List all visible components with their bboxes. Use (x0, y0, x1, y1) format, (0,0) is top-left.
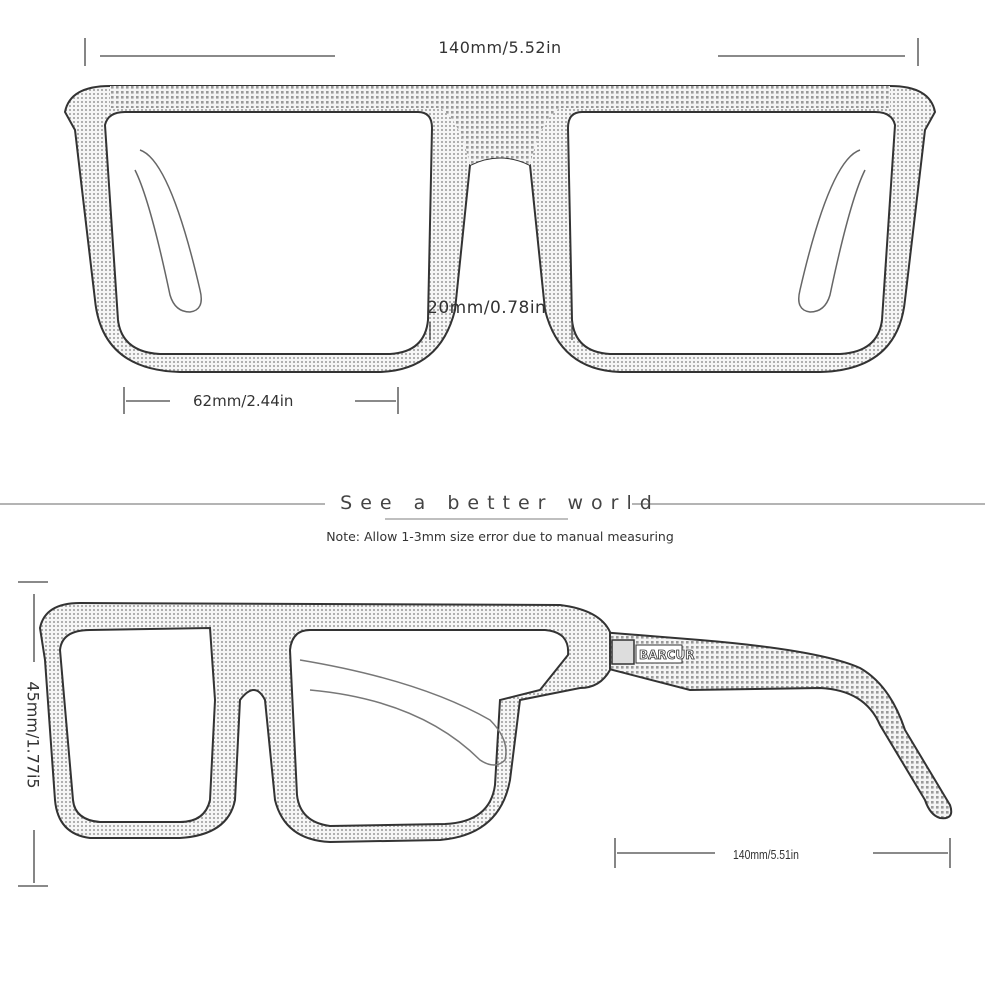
temple-length-label: 140mm/5.51in (733, 847, 799, 862)
side-view-glasses (38, 601, 953, 844)
total-width-dimension (84, 38, 919, 66)
bridge-dimension (429, 322, 573, 340)
lens-height-label: 45mm/1.77i5 (23, 681, 43, 789)
tagline: See a better world (340, 492, 660, 514)
total-width-label: 140mm/5.52in (438, 38, 562, 57)
lens-height-dimension (18, 581, 48, 887)
lens-width-dimension (123, 387, 399, 414)
temple-length-dimension (614, 838, 951, 868)
lens-width-label: 62mm/2.44in (193, 392, 294, 410)
front-view-glasses (63, 85, 937, 373)
bridge-width-label: 20mm/0.78in (427, 298, 547, 318)
measurement-note: Note: Allow 1-3mm size error due to manu… (326, 529, 674, 544)
section-divider (0, 503, 985, 520)
brand-logo: BARCUR (639, 648, 694, 662)
